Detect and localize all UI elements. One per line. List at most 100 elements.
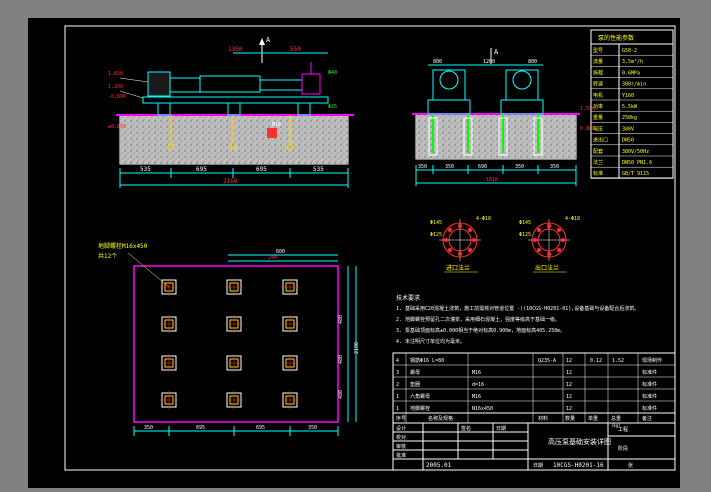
spec-row-label: 扬程 <box>593 69 603 76</box>
top-dim-2: 550 <box>290 46 301 53</box>
flange-outlet-label-1: Φ145 <box>519 220 531 226</box>
elev-dim-2: 695 <box>196 166 207 173</box>
foundation-texture <box>120 115 348 164</box>
flange-inlet-caption: 进口法兰 <box>446 264 470 272</box>
side-pump-right <box>500 69 544 115</box>
spec-row-value: 380r/min <box>622 82 646 88</box>
bom-cell-remark: 现场制作 <box>642 357 662 364</box>
plan-bottom-dim-1: 350 <box>144 425 153 431</box>
role-4: 批准 <box>396 452 406 459</box>
sign-date-label: 日期 <box>496 426 506 432</box>
outlet-flange <box>301 73 321 95</box>
side-bottom-dim-4: 350 <box>515 164 524 170</box>
plan-bottom-dim-2: 695 <box>196 425 205 431</box>
side-pump-left <box>427 69 471 115</box>
plan-anchor-bolt <box>160 354 178 372</box>
bom-cell-weight: 0.12 <box>590 358 602 364</box>
elev-dim-4: 535 <box>313 166 324 173</box>
bom-cell-spec: M16 <box>472 370 481 376</box>
notes-line-2: 2. 地脚螺栓预留孔二次灌浆，采用细石混凝土，强度等级高于基础一级。 <box>396 316 560 323</box>
bom-cell-no: 3 <box>396 370 399 376</box>
spec-row-value: G50-2 <box>622 48 637 54</box>
spec-row-value: DN50 PN1.6 <box>622 160 652 166</box>
anchor-bolts-elevation <box>167 115 294 151</box>
technical-notes: 技术要求 1. 基础采用C20混凝土浇筑，施工前需核对管道位置 -)(10CGS… <box>396 294 639 345</box>
bom-header-extra: (kg) <box>611 423 621 428</box>
plan-anchor-bolt <box>281 354 299 372</box>
bom-cell-remark: 标准件 <box>642 393 657 400</box>
sign-label: 签名 <box>461 425 471 432</box>
pump-elevation-view: A 1350 550 1.650 1.200 -0.800 ±0.000 Φ40… <box>108 36 354 188</box>
spec-row-value: 380V <box>622 126 634 132</box>
plan-anchor-bolt <box>281 315 299 333</box>
bom-header-cell: 名称及规格 <box>428 415 453 422</box>
plan-callout: 地脚螺栓M16x450 <box>98 242 148 250</box>
side-dim-1: 800 <box>433 59 442 65</box>
spec-row-value: DN50 <box>622 138 634 144</box>
side-top-label: A <box>494 48 499 56</box>
spec-row-value: 250kg <box>622 115 637 121</box>
gearbox <box>169 77 201 93</box>
plan-side-dim-total: 2180 <box>354 342 360 354</box>
bom-cell-no: 4 <box>396 358 399 364</box>
side-bottom-dim-5: 350 <box>550 164 559 170</box>
flange-outlet: Φ145 Φ125 4-Φ18 出口法兰 <box>519 216 580 273</box>
bom-cell-name: 钢筋Φ16 L=80 <box>410 357 444 364</box>
spec-row-label: 进出口 <box>593 137 608 144</box>
notes-line-4: 4. 未注明尺寸单位均为毫米。 <box>396 338 465 345</box>
bom-cell-spec: M16 <box>472 394 481 400</box>
bom-cell-qty: 12 <box>566 406 572 412</box>
bom-header-cell: 材料 <box>538 415 548 422</box>
plan-top-dim-1: 240 <box>268 255 277 261</box>
spec-row-value: 0.6MPa <box>622 70 640 76</box>
drawing-sheet: A 1350 550 1.650 1.200 -0.800 ±0.000 Φ40… <box>28 18 680 488</box>
spec-row-value: 3.5m³/h <box>622 59 643 65</box>
grout-marker <box>267 128 277 138</box>
elev-label-4: ±0.000 <box>108 124 126 130</box>
spec-row-label: 标准 <box>593 170 603 177</box>
bom-cell-qty: 12 <box>566 370 572 376</box>
side-bottom-dim-2: 350 <box>445 164 454 170</box>
flange-outlet-label-2: Φ125 <box>519 232 531 238</box>
spec-row-label: 电机 <box>593 92 603 99</box>
bom-cell-no: 2 <box>396 382 399 388</box>
flange-inlet-label-3: 4-Φ18 <box>476 216 491 222</box>
flange-inlet-label-2: Φ125 <box>430 232 442 238</box>
flange-inlet: Φ145 Φ125 4-Φ18 进口法兰 <box>430 216 491 273</box>
bom-cell-material: Q235-A <box>538 358 556 364</box>
plan-top-dim-2: 600 <box>276 249 285 255</box>
spec-row-value: 5.5kW <box>622 104 638 110</box>
side-bottom-dim-1: 350 <box>418 164 427 170</box>
bom-header-cell: 单重 <box>588 415 598 422</box>
plan-side-dim-1: 480 <box>338 315 344 324</box>
spec-row-label: 配套 <box>593 148 603 155</box>
spec-row-label: 法兰 <box>593 159 603 166</box>
spec-row-label: 功率 <box>593 103 603 110</box>
bom-cell-name: 六角螺母 <box>410 393 430 400</box>
spec-row-label: 型号 <box>593 47 603 54</box>
plan-bolt-grid <box>160 278 299 409</box>
date-label: 日期 <box>533 463 543 469</box>
sheet-label: 张 <box>628 462 633 469</box>
baseplate <box>142 96 329 104</box>
spec-row-value: Y160 <box>622 93 634 99</box>
spec-row-value: 380V/50Hz <box>622 149 649 155</box>
plan-anchor-bolt <box>281 278 299 296</box>
spec-row-label: 重量 <box>593 114 603 121</box>
plan-anchor-bolt <box>225 391 243 409</box>
plan-bottom-dim-3: 695 <box>256 425 265 431</box>
elev-label-2: 1.200 <box>108 84 123 90</box>
top-dim-1: 1350 <box>228 46 243 53</box>
bom-cell-remark: 标准件 <box>642 405 657 412</box>
elev-dim-3: 695 <box>256 166 267 173</box>
elev-tag-1: Φ40 <box>328 70 337 76</box>
elev-tag-3: M16 <box>272 122 281 128</box>
bom-cell-remark: 标准件 <box>642 381 657 388</box>
ref-no: 2005.01 <box>426 462 452 469</box>
spec-row-value: GB/T 9115 <box>622 171 649 177</box>
plan-anchor-bolt <box>225 315 243 333</box>
plan-bottom-dim-4: 350 <box>308 425 317 431</box>
elev-dim-1: 535 <box>140 166 151 173</box>
side-elev-2: 0.800 <box>580 126 595 132</box>
